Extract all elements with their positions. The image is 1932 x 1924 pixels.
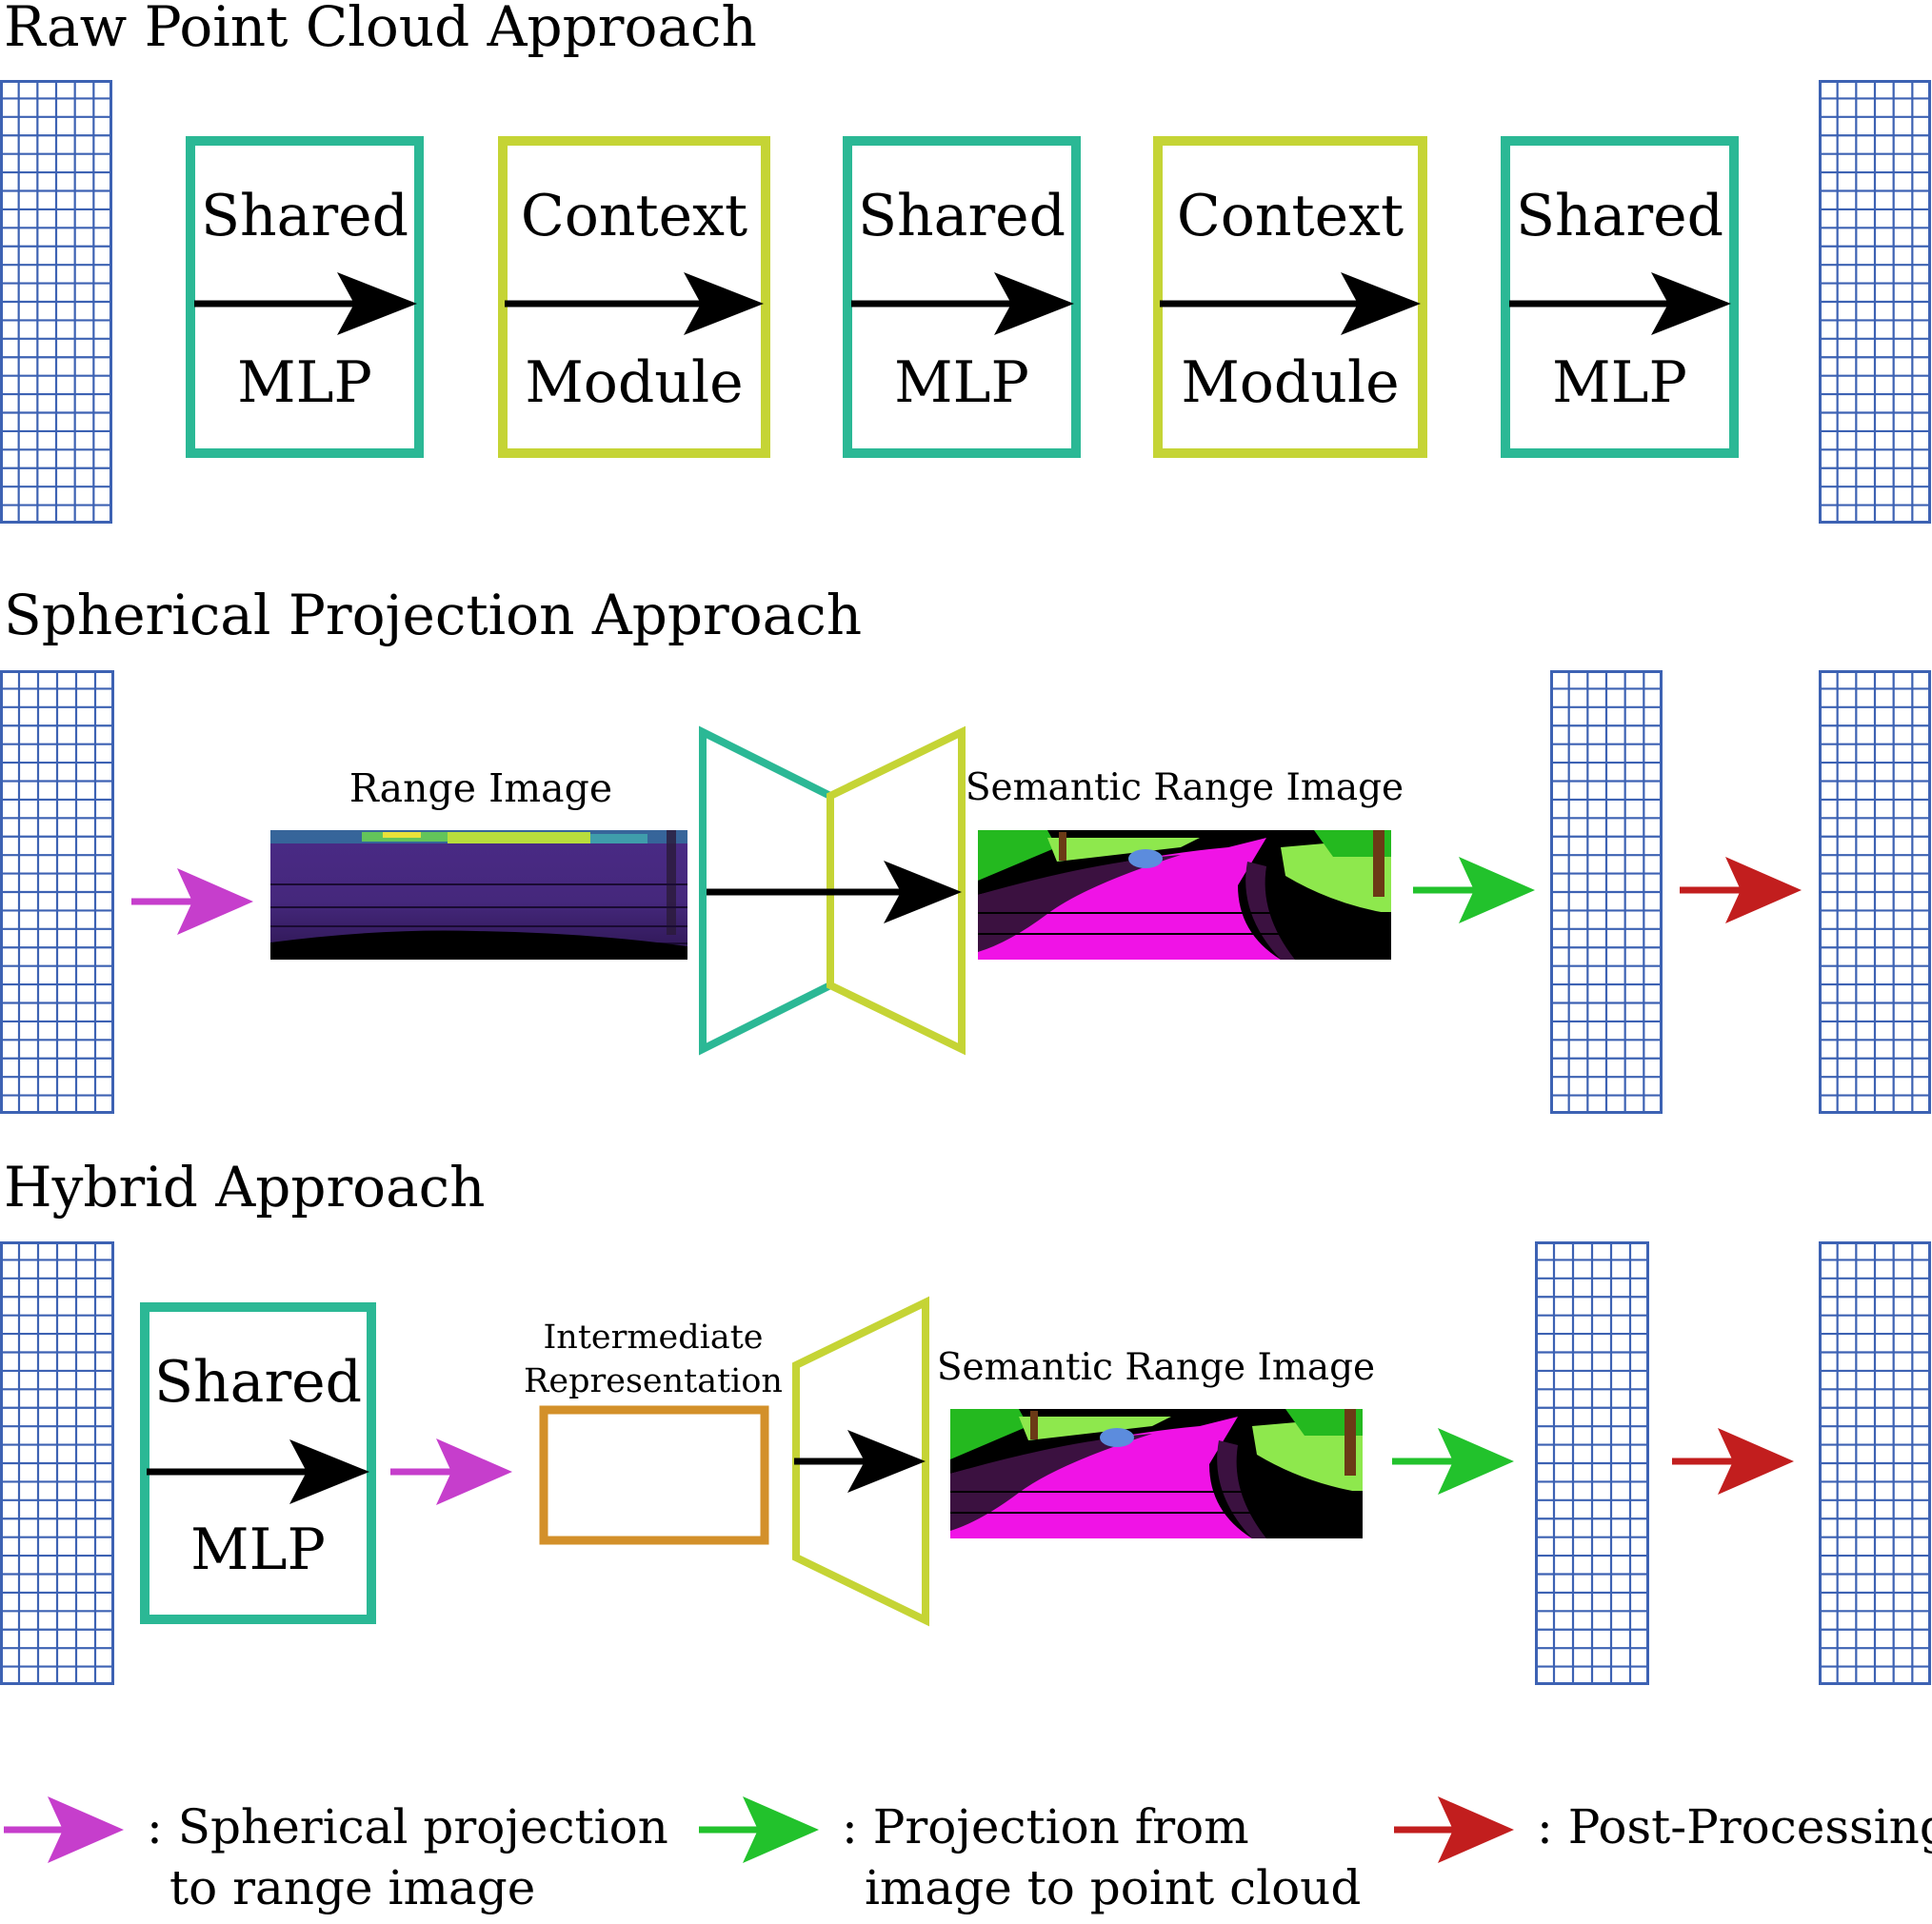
intermediate-label-line2: Representation (524, 1362, 783, 1400)
raw-block-4-bottom-label: Module (1181, 349, 1399, 416)
raw-output-point-cloud (1819, 80, 1931, 524)
hybrid-shared-mlp: Shared MLP (140, 1302, 376, 1624)
hybrid-section-title: Hybrid Approach (4, 1155, 486, 1220)
spherical-output-point-cloud (1819, 670, 1931, 1114)
spherical-network-arrow (707, 861, 962, 923)
raw-input-point-cloud (0, 80, 112, 524)
raw-block-3-bottom-label: MLP (894, 349, 1029, 416)
raw-block-3-top-label: Shared (858, 183, 1066, 249)
hybrid-decoder (792, 1296, 929, 1627)
hybrid-mlp-arrow (147, 1439, 369, 1504)
range-image-label: Range Image (349, 765, 612, 811)
legend-green-arrow-icon (699, 1796, 819, 1863)
spherical-post-processing-arrow-icon (1680, 857, 1802, 923)
raw-block-4-top-label: Context (1177, 183, 1404, 249)
hybrid-semantic-range-image (950, 1409, 1363, 1538)
hybrid-spherical-projection-arrow-icon (390, 1438, 512, 1505)
spherical-encoder-decoder (699, 725, 966, 1056)
legend-projection-line1: : Projection from (842, 1799, 1249, 1855)
raw-block-2-context-module: Context Module (498, 136, 770, 458)
raw-block-5-arrow (1509, 272, 1731, 335)
legend-red-arrow-icon (1394, 1796, 1514, 1863)
hybrid-reprojection-arrow-icon (1392, 1428, 1514, 1495)
legend-spherical-line2: to range image (169, 1860, 535, 1915)
spherical-projected-point-cloud (1550, 670, 1663, 1114)
intermediate-label-line1: Intermediate (543, 1319, 763, 1357)
hybrid-post-processing-arrow-icon (1672, 1428, 1794, 1495)
spherical-semantic-range-image-label: Semantic Range Image (966, 766, 1404, 809)
legend-post-processing-label: : Post-Processing (1537, 1799, 1932, 1855)
intermediate-representation-box (539, 1405, 769, 1545)
range-image (270, 830, 687, 960)
hybrid-input-point-cloud (0, 1241, 114, 1685)
raw-block-2-bottom-label: Module (525, 349, 743, 416)
raw-block-5-top-label: Shared (1516, 183, 1723, 249)
spherical-section-title: Spherical Projection Approach (4, 583, 862, 647)
raw-section-title: Raw Point Cloud Approach (4, 0, 757, 59)
raw-block-4-arrow (1160, 272, 1421, 335)
hybrid-projected-point-cloud (1535, 1241, 1649, 1685)
legend-magenta-arrow-icon (4, 1796, 124, 1863)
raw-block-1-top-label: Shared (201, 183, 408, 249)
hybrid-output-point-cloud (1819, 1241, 1931, 1685)
legend-projection-line2: image to point cloud (865, 1860, 1361, 1915)
legend-spherical-line1: : Spherical projection (147, 1799, 668, 1855)
hybrid-mlp-top-label: Shared (154, 1349, 362, 1416)
hybrid-mlp-bottom-label: MLP (190, 1517, 326, 1583)
raw-block-5-bottom-label: MLP (1552, 349, 1687, 416)
raw-block-3-arrow (851, 272, 1074, 335)
spherical-reprojection-arrow-icon (1413, 857, 1535, 923)
raw-block-1-shared-mlp: Shared MLP (186, 136, 424, 458)
spherical-projection-arrow-icon (131, 868, 253, 935)
hybrid-network-arrow (794, 1430, 926, 1493)
legend: : Spherical projection to range image : … (4, 1796, 1932, 1915)
raw-block-1-arrow (194, 272, 417, 335)
raw-block-2-top-label: Context (521, 183, 747, 249)
spherical-input-point-cloud (0, 670, 114, 1114)
raw-block-3-shared-mlp: Shared MLP (843, 136, 1081, 458)
raw-block-1-bottom-label: MLP (237, 349, 372, 416)
spherical-semantic-range-image (978, 830, 1391, 960)
raw-block-4-context-module: Context Module (1153, 136, 1427, 458)
raw-block-5-shared-mlp: Shared MLP (1501, 136, 1739, 458)
raw-block-2-arrow (505, 272, 764, 335)
hybrid-semantic-range-image-label: Semantic Range Image (937, 1346, 1375, 1389)
